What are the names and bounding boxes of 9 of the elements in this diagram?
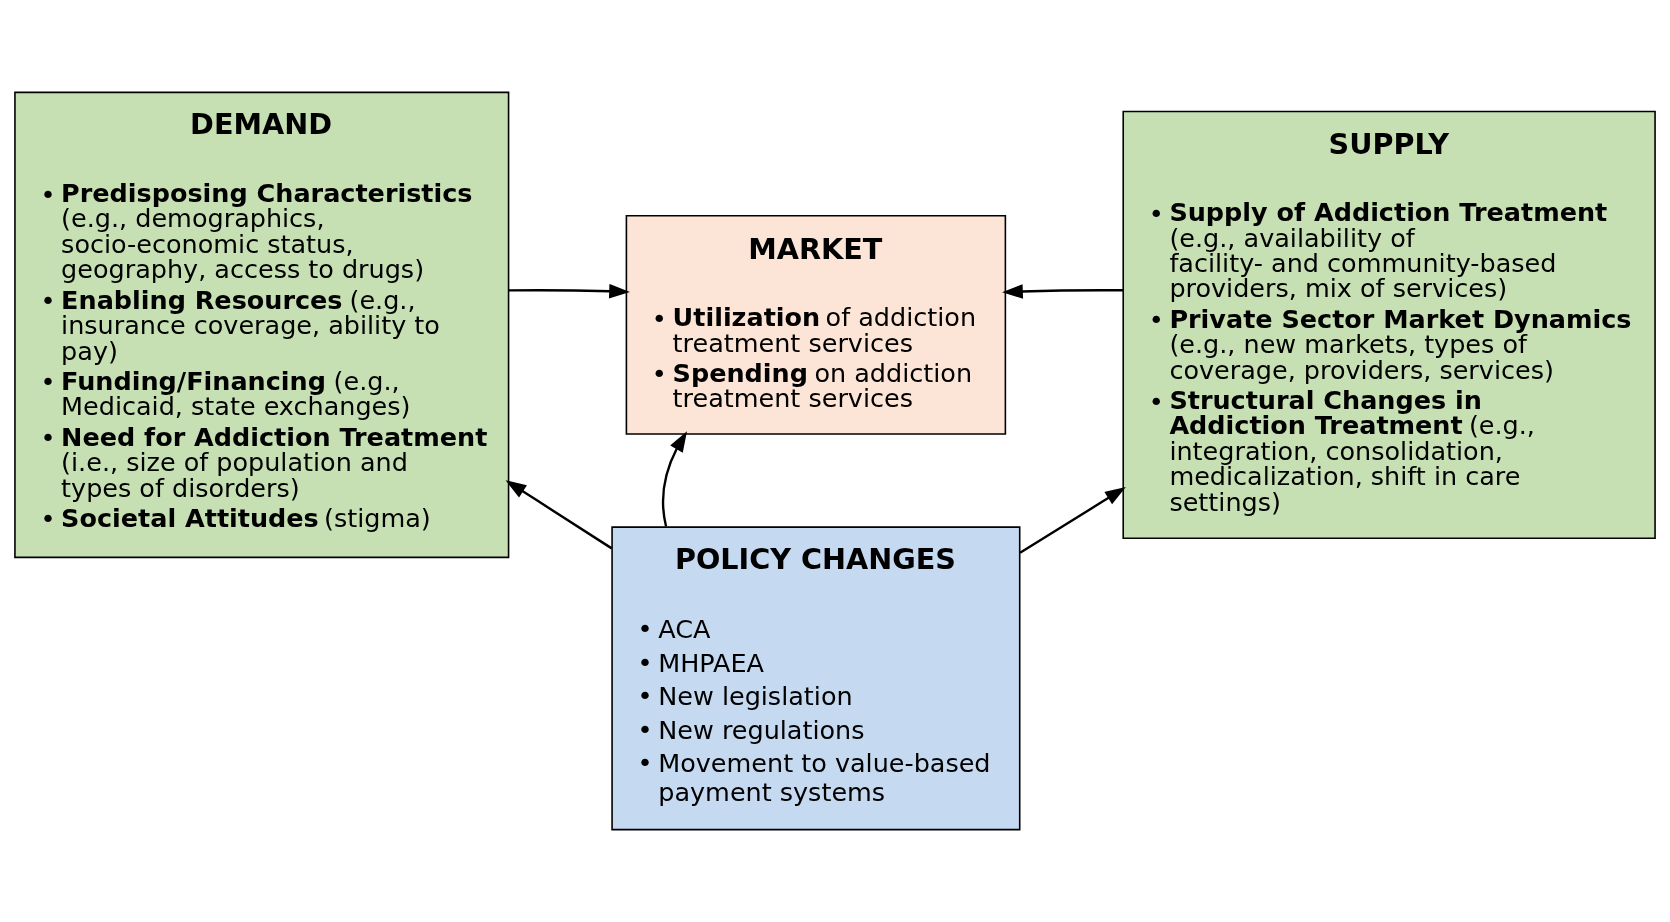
arrow xyxy=(508,284,630,299)
arrow xyxy=(1019,487,1126,554)
node-box: DEMAND • Predisposing Characteristics (e.g., demographics, socio-economic status, geography, access to drugs) • Enabling Resources (e.g., insurance coverage, ability to pay) • Funding/Financing (e.g., Medicaid, state exchanges) • Need for Addiction Treatment (i.e., size of population and types of disorders) • Societal Attitudes (stigma) xyxy=(14,91,510,559)
arrow xyxy=(661,431,687,527)
arrow xyxy=(1002,284,1124,299)
node-box: SUPPLY • Supply of Addiction Treatment (e.g., availability of facility- and community-based providers, mix of services) • Private Sector Market Dynamics (e.g., new markets, types of coverage, providers, services) • Structural Changes in Addiction Treatment (e.g., integration, consolidation, medicalization, shift in care settings) xyxy=(1122,110,1656,540)
node-box: MARKET • Utilization of addiction treatment services • Spending on addiction treatment services xyxy=(625,215,1007,435)
arrow xyxy=(505,480,613,550)
node-box: POLICY CHANGES • ACA • MHPAEA • New legislation • New regulations • Movement to value-based payment systems xyxy=(611,526,1021,831)
